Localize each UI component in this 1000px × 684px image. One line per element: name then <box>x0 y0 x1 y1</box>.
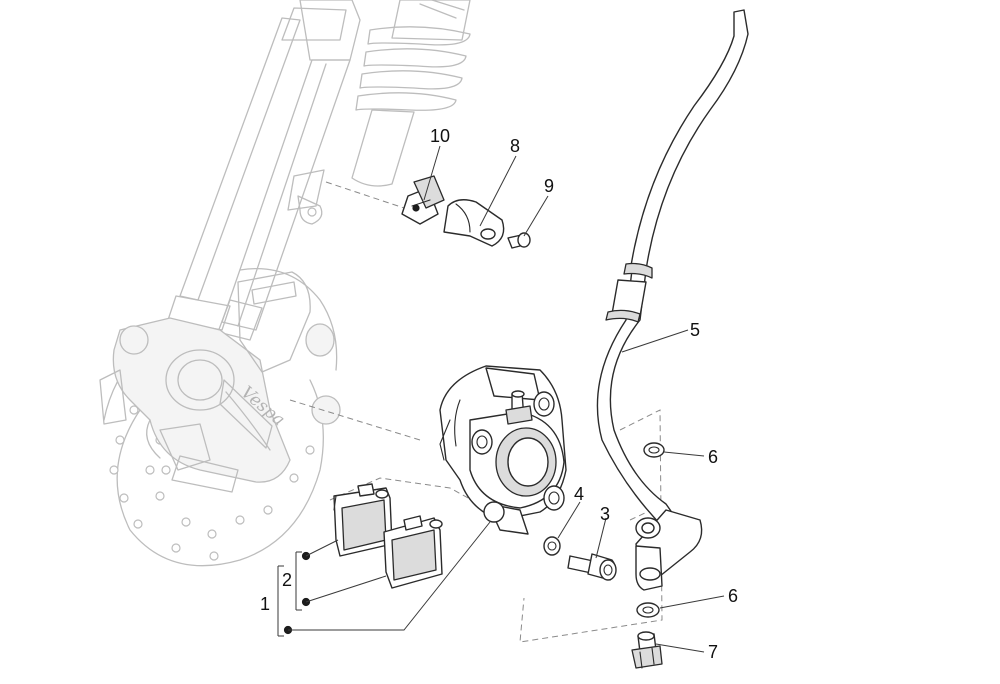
callout-8: 8 <box>510 136 520 156</box>
callout-6-upper: 6 <box>708 447 718 467</box>
part-6-washer-lower <box>636 602 660 618</box>
shock-absorber <box>351 0 471 187</box>
part-5-brake-hose <box>596 9 749 591</box>
part-9-bolt <box>507 232 531 249</box>
callout-5: 5 <box>690 320 700 340</box>
fork-tube <box>167 0 361 341</box>
part-4-washer <box>543 536 561 556</box>
part-3-caliper-bolt <box>567 553 617 581</box>
part-7-banjo-bolt <box>631 631 663 669</box>
callout-6-lower: 6 <box>728 586 738 606</box>
mounted-caliper-ghost: Vespa <box>99 271 341 493</box>
leader-lines <box>423 145 725 653</box>
callout-4: 4 <box>574 484 584 504</box>
brake-pad-right <box>383 515 443 589</box>
callout-10: 10 <box>430 126 450 146</box>
background-fork-assembly: Vespa <box>99 0 471 567</box>
callout-9: 9 <box>544 176 554 196</box>
callout-7: 7 <box>708 642 718 662</box>
callout-labels: 10 8 9 5 6 4 3 6 7 2 1 <box>260 126 738 662</box>
callout-3: 3 <box>600 504 610 524</box>
kit-bracket <box>277 521 491 637</box>
brake-pad-left <box>333 483 393 557</box>
part-8-bracket <box>443 199 505 247</box>
callout-2: 2 <box>282 570 292 590</box>
alignment-lines <box>289 181 663 643</box>
part-6-washer-upper <box>643 442 665 458</box>
caliper-body <box>439 365 567 535</box>
part-10-clip <box>401 175 445 225</box>
callout-1: 1 <box>260 594 270 614</box>
